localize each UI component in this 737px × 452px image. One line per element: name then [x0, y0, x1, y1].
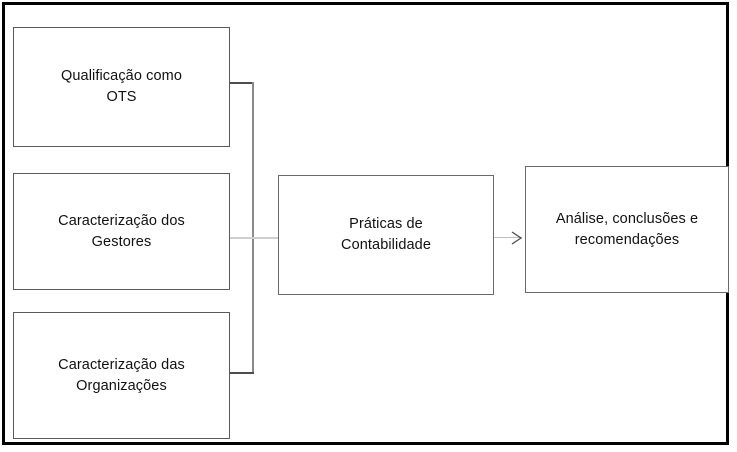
arrow-right-icon	[510, 230, 524, 246]
node-caracterizacao-dos-gestores[interactable]: Caracterização dos Gestores	[13, 173, 230, 290]
connector-arrow-shaft	[494, 237, 522, 239]
node-label: Caracterização das Organizações	[58, 356, 185, 394]
node-label: Práticas de Contabilidade	[341, 216, 431, 253]
connector-bracket-to-praticas	[230, 237, 279, 239]
node-praticas-de-contabilidade[interactable]: Práticas de Contabilidade	[278, 175, 494, 295]
node-label: Análise, conclusões e recomendações	[555, 210, 699, 248]
connector-bracket-bottom-stub	[230, 372, 254, 374]
connector-bracket-top-stub	[230, 82, 254, 84]
figure-frame: Qualificação como OTS Caracterização dos…	[2, 2, 729, 445]
connector-bracket-spine	[252, 82, 254, 374]
node-caracterizacao-das-organizacoes[interactable]: Caracterização das Organizações	[13, 312, 230, 439]
node-label: Caracterização dos Gestores	[58, 212, 185, 250]
node-analise-conclusoes-recomendacoes[interactable]: Análise, conclusões e recomendações	[525, 166, 729, 293]
node-label: Qualificação como OTS	[61, 68, 182, 105]
node-qualificacao-como-ots[interactable]: Qualificação como OTS	[13, 27, 230, 147]
